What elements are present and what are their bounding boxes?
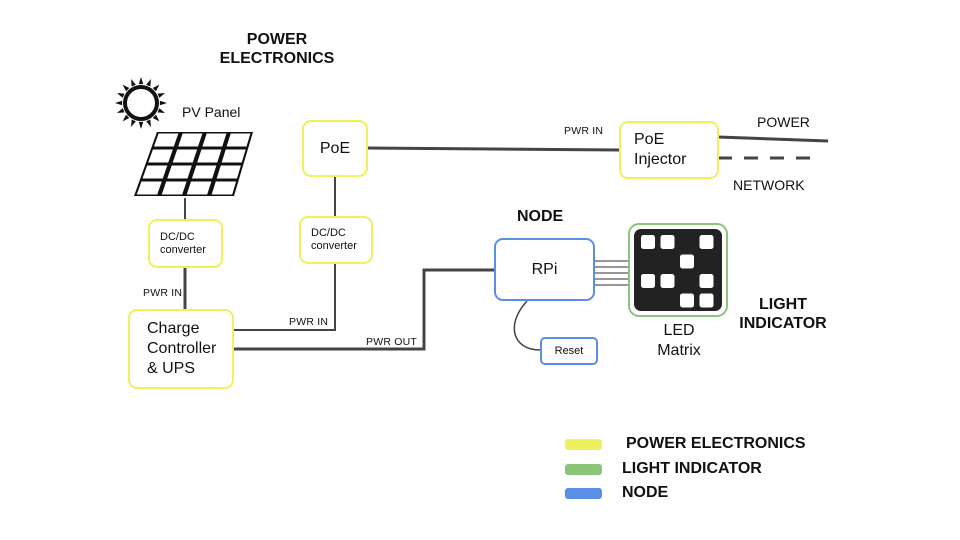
wire-bus-rpi-to-led xyxy=(595,260,628,286)
solar-cell xyxy=(142,165,168,179)
solar-cell xyxy=(136,181,162,195)
legend-swatch-light-indicator xyxy=(565,464,602,475)
sun-ray xyxy=(138,121,144,129)
sun-ray xyxy=(159,100,167,106)
sun-ray xyxy=(146,119,151,128)
poe-injector-box: PoE Injector xyxy=(619,121,719,179)
sun-ray xyxy=(157,93,166,98)
wire-reset xyxy=(513,300,541,351)
led-matrix-label: LED Matrix xyxy=(657,322,701,359)
legend-label-light-indicator: LIGHT INDICATOR xyxy=(622,460,762,477)
sun-ray xyxy=(115,100,123,106)
legend-label-node: NODE xyxy=(622,484,669,501)
led-cell xyxy=(699,293,714,308)
wire-poe-to-injector xyxy=(365,146,621,152)
led-cell xyxy=(680,254,694,269)
reset-button: Reset xyxy=(540,337,598,365)
label-pwr-out: PWR OUT xyxy=(366,336,417,348)
solar-cell xyxy=(161,181,187,195)
solar-cell xyxy=(191,165,217,179)
solar-panel-icon xyxy=(134,132,253,196)
title-node: NODE xyxy=(517,208,564,225)
wire-pwr-out xyxy=(233,268,494,351)
sun-ray xyxy=(138,77,144,85)
led-cell xyxy=(660,235,675,249)
sun-ray xyxy=(122,114,130,122)
sun-ray xyxy=(157,108,166,113)
solar-cell xyxy=(202,133,227,147)
dcdc-converter-right: DC/DC converter xyxy=(299,216,373,264)
solar-cell xyxy=(221,149,246,163)
solar-cell xyxy=(226,133,251,147)
title-power-electronics: POWER ELECTRONICS xyxy=(219,31,335,67)
charge-controller-box: Charge Controller & UPS xyxy=(128,309,234,389)
sun-ray xyxy=(122,84,130,92)
wire-power xyxy=(717,135,829,143)
sun-ray xyxy=(131,119,136,128)
led-cell xyxy=(641,274,655,288)
solar-cell xyxy=(186,181,212,195)
sun-ray xyxy=(146,78,151,87)
led-cell xyxy=(680,293,694,308)
legend-swatch-power-electronics xyxy=(565,439,602,450)
led-cell xyxy=(699,274,714,288)
legend-label-power-electronics: POWER ELECTRONICS xyxy=(626,435,806,452)
solar-cell xyxy=(216,165,241,179)
poe-label: PoE xyxy=(319,139,351,157)
led-matrix-icon xyxy=(628,223,728,317)
rpi-box: RPi xyxy=(494,238,595,301)
poe-box: PoE xyxy=(302,120,368,177)
label-power: POWER xyxy=(757,114,810,130)
solar-cell xyxy=(197,149,222,163)
led-cell xyxy=(660,274,675,288)
sun-ray xyxy=(152,84,160,92)
pv-panel-label: PV Panel xyxy=(182,104,241,120)
solar-cell xyxy=(148,149,173,163)
dcdc-converter-left: DC/DC converter xyxy=(148,219,223,268)
label-pwr-in-injector: PWR IN xyxy=(564,125,604,137)
solar-cell xyxy=(172,149,198,163)
legend-swatch-node xyxy=(565,488,602,499)
sun-ray xyxy=(131,78,136,87)
wire-dcdc-to-charge xyxy=(233,264,336,331)
led-cell xyxy=(641,235,655,249)
solar-cell xyxy=(178,133,203,147)
label-pwr-in-right: PWR IN xyxy=(289,316,329,328)
label-pwr-in-left: PWR IN xyxy=(143,287,183,299)
label-network: NETWORK xyxy=(733,177,805,193)
sun-ray xyxy=(116,108,125,113)
solar-cell xyxy=(211,181,237,195)
sun-ray xyxy=(116,93,125,98)
sun-icon xyxy=(115,77,167,129)
solar-cell xyxy=(153,133,179,147)
solar-cell xyxy=(167,165,192,179)
led-cell xyxy=(699,235,714,249)
title-light-indicator: LIGHT INDICATOR xyxy=(739,296,827,332)
sun-ray xyxy=(152,114,160,122)
